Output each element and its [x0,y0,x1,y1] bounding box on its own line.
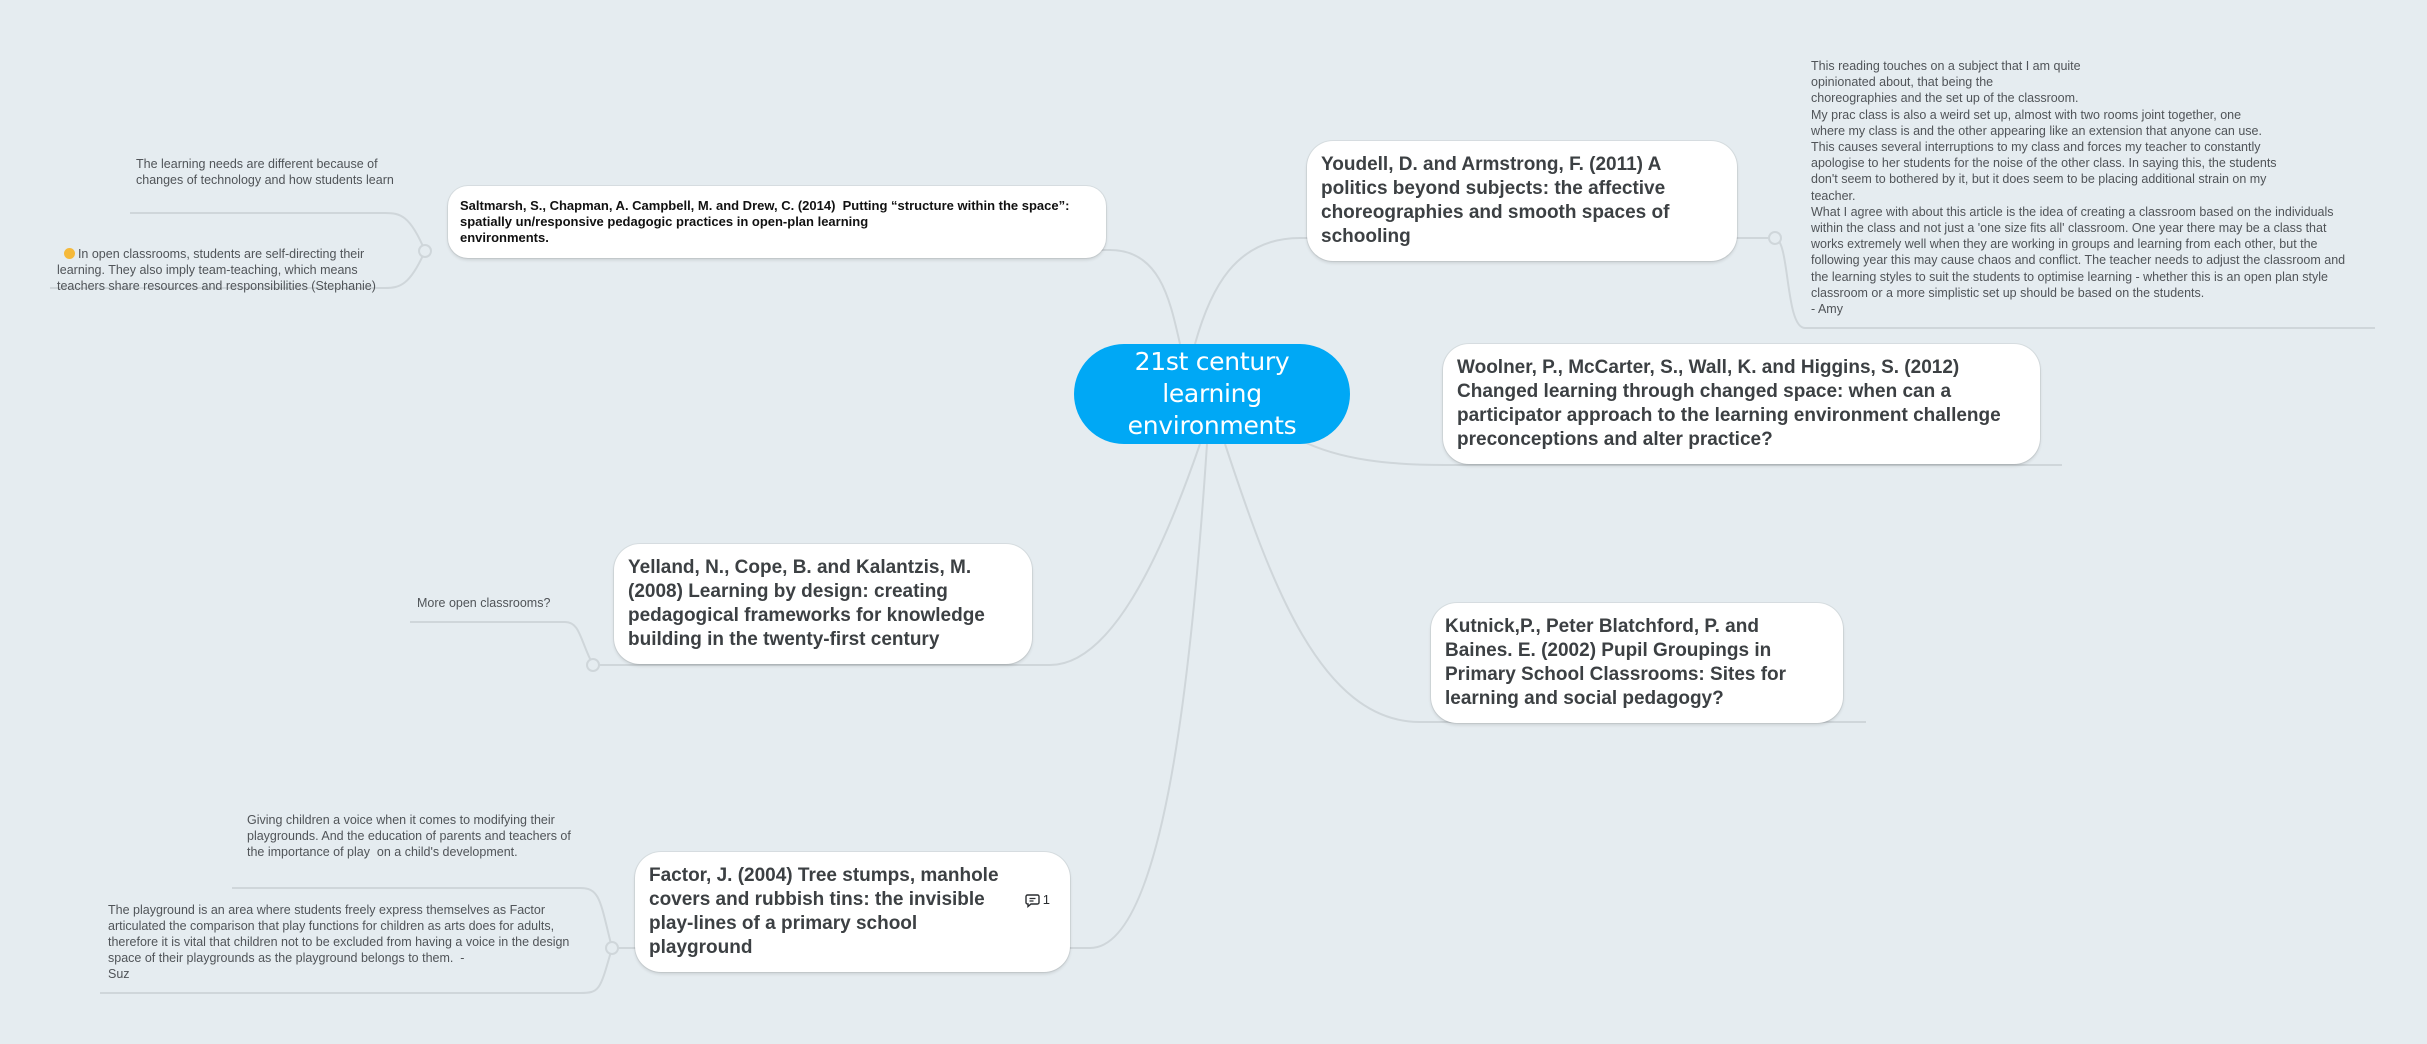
topic-factor[interactable]: Factor, J. (2004) Tree stumps, manhole c… [635,852,1070,972]
topic-kutnick[interactable]: Kutnick,P., Peter Blatchford, P. and Bai… [1431,603,1843,723]
note-more-open-classrooms[interactable]: More open classrooms? [417,596,551,610]
topic-yelland[interactable]: Yelland, N., Cope, B. and Kalantzis, M. … [614,544,1032,664]
topic-woolner[interactable]: Woolner, P., McCarter, S., Wall, K. and … [1443,344,2040,464]
note-text: In open classrooms, students are self-di… [57,247,376,293]
note-open-classrooms-stephanie[interactable]: In open classrooms, students are self-di… [57,230,397,294]
note-learning-needs[interactable]: The learning needs are different because… [136,157,394,187]
note-amy[interactable]: This reading touches on a subject that I… [1811,59,2346,317]
comment-icon [1025,893,1040,908]
topic-youdell[interactable]: Youdell, D. and Armstrong, F. (2011) A p… [1307,141,1737,261]
topic-factor-label: Factor, J. (2004) Tree stumps, manhole c… [649,865,999,958]
comment-badge[interactable]: 1 [1025,888,1050,912]
note-suz[interactable]: The playground is an area where students… [108,903,570,981]
comment-count: 1 [1042,892,1050,907]
central-topic[interactable]: 21st century learning environments [1074,344,1350,444]
smiling-face-emoji-icon [63,248,75,259]
topic-saltmarsh[interactable]: Saltmarsh, S., Chapman, A. Campbell, M. … [448,186,1106,258]
note-children-voice[interactable]: Giving children a voice when it comes to… [247,813,575,859]
